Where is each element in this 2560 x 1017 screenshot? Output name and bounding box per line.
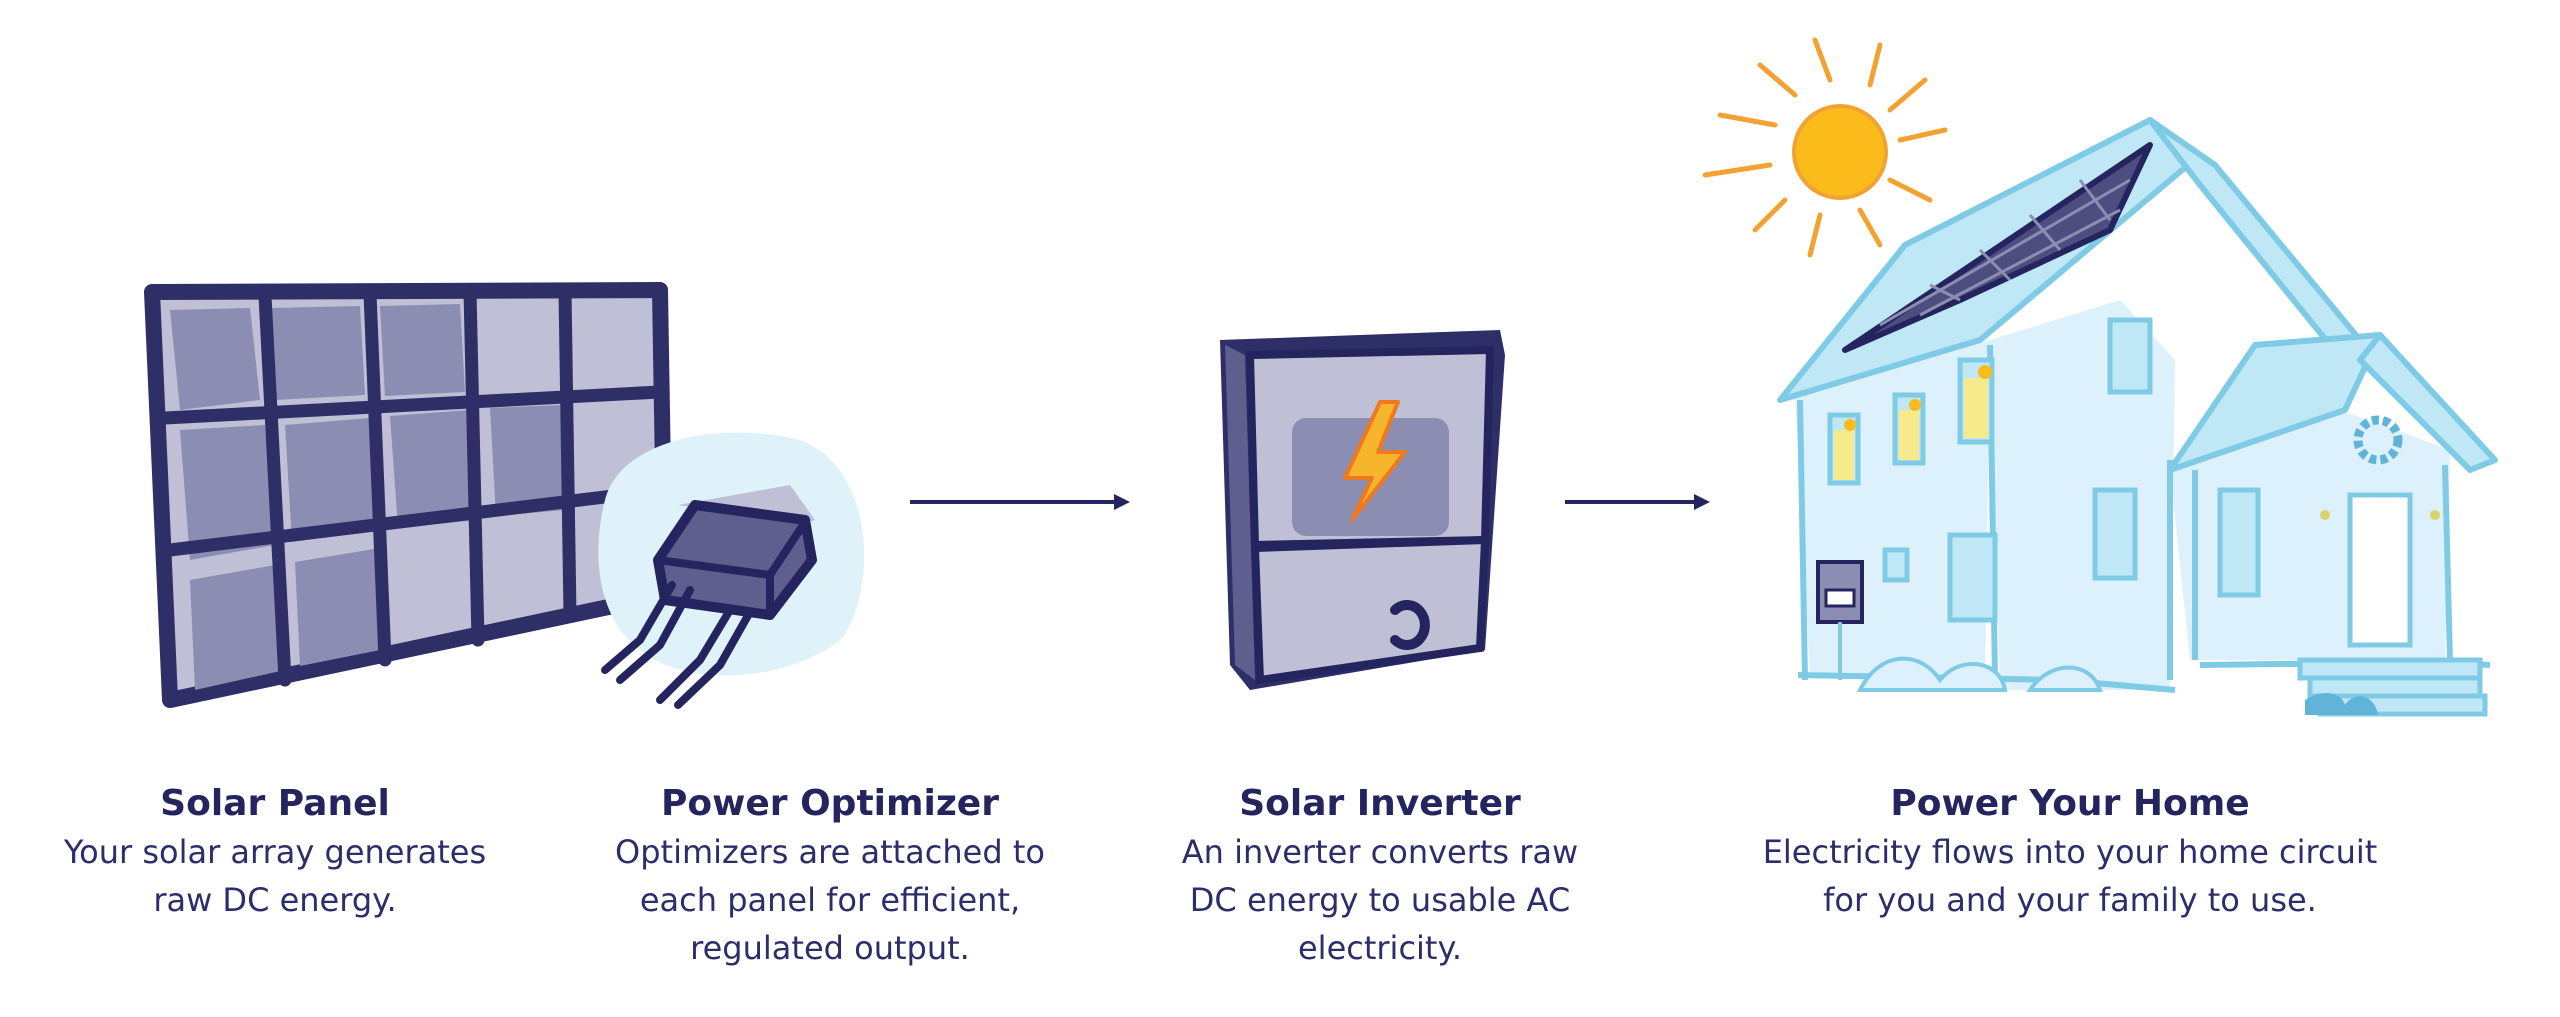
step-description: Your solar array generates raw DC energy… [63,833,487,919]
step-description: An inverter converts raw DC energy to us… [1181,833,1579,967]
step-title: Power Optimizer [661,783,999,824]
house-icon [1777,117,2498,717]
step-description: Optimizers are attached to each panel fo… [615,833,1045,967]
step-description: Electricity flows into your home circuit… [1762,833,2378,919]
solar-inverter-icon [1220,330,1505,690]
step-power-optimizer: Power Optimizer Optimizers are attached … [560,780,1100,972]
step-title: Power Your Home [1890,783,2250,824]
arrow-icon [910,494,1710,510]
sun-icon [1702,37,1948,258]
solar-panel-icon [144,282,673,708]
step-solar-inverter: Solar Inverter An inverter converts raw … [1130,780,1630,972]
step-solar-panel: Solar Panel Your solar array generates r… [0,780,550,924]
step-title: Solar Panel [160,783,390,824]
step-power-your-home: Power Your Home Electricity flows into y… [1710,780,2430,924]
power-optimizer-icon [598,432,865,709]
step-title: Solar Inverter [1239,783,1521,824]
